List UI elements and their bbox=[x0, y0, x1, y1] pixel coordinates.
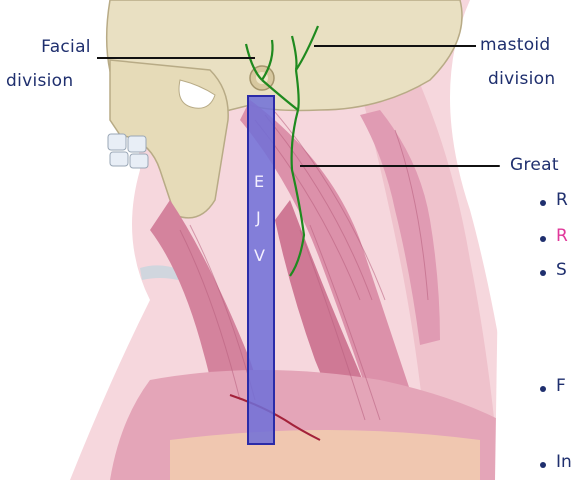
tooth bbox=[110, 152, 128, 166]
tooth bbox=[128, 136, 146, 152]
facial-label-line2: division bbox=[6, 70, 73, 93]
ejv-letter-j: J bbox=[256, 208, 261, 227]
bullet-dot bbox=[540, 270, 546, 276]
bullet-dot bbox=[540, 200, 546, 206]
tooth bbox=[130, 154, 148, 168]
bullet-dot bbox=[540, 462, 546, 468]
facial-division-label-2: division bbox=[6, 70, 73, 93]
mastoid-division-label: mastoid bbox=[480, 34, 551, 57]
bullet-text: In bbox=[556, 452, 572, 472]
muscle-collar bbox=[170, 430, 480, 480]
ejv-letter-v: V bbox=[254, 246, 265, 265]
bullet-text-highlight: R bbox=[556, 226, 568, 246]
bullet-text: S bbox=[556, 260, 567, 280]
bullet-dot bbox=[540, 236, 546, 242]
great-label-text: Great bbox=[510, 155, 559, 175]
mastoid-label-line1: mastoid bbox=[480, 34, 551, 57]
ejv-box bbox=[248, 96, 274, 444]
great-auricular-label: Great bbox=[510, 154, 559, 177]
facial-label-line1: Facial bbox=[36, 36, 96, 59]
bullet-text: F bbox=[556, 376, 566, 396]
bullet-text: R bbox=[556, 190, 568, 210]
mastoid-label-line2: division bbox=[488, 68, 555, 91]
mastoid-division-label-2: division bbox=[488, 68, 555, 91]
bullet-dot bbox=[540, 386, 546, 392]
ejv-letter-e: E bbox=[254, 172, 264, 191]
tooth bbox=[108, 134, 126, 150]
facial-division-label: Facial bbox=[36, 36, 96, 59]
